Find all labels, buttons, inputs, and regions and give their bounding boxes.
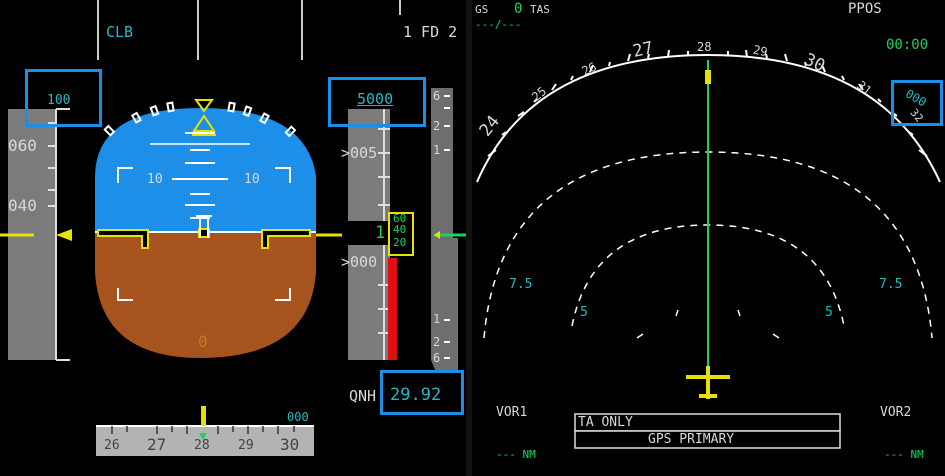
altitude-drum [388, 212, 414, 256]
heading-label-27: 27 [147, 435, 167, 454]
altitude-tick-upper-value: 005 [350, 144, 378, 162]
navigation-display: GS 0 TAS ---/--- PPOS 00:00 000 24 25 26… [472, 0, 945, 476]
altitude-window [342, 221, 390, 245]
fd-brackets [117, 167, 291, 301]
speed-tick-040: 040 [8, 196, 37, 215]
roll-index [194, 99, 214, 113]
altitude-drum-40: 40 [393, 223, 407, 236]
altitude-tick-upper: >005 [341, 144, 378, 162]
vsi-label-top-6: 6 [433, 89, 441, 103]
range-marks [636, 309, 780, 339]
range-inner-left: 5 [580, 305, 588, 320]
range-outer-left: 7.5 [509, 277, 533, 292]
heading-index [201, 406, 206, 426]
heading-ticks [111, 426, 295, 434]
vsi-label-top-1: 1 [433, 143, 441, 157]
fd-status: 1 FD 2 [403, 23, 458, 41]
aircraft-symbol [97, 228, 311, 249]
speed-tick-060: 060 [8, 136, 37, 155]
nd-graphics [476, 49, 941, 449]
altitude-tick-lower: >000 [341, 253, 378, 271]
highlight-speed-target [25, 69, 102, 127]
compass-ticks [487, 49, 928, 157]
highlight-heading-box [891, 80, 943, 126]
speed-pointer [56, 229, 72, 241]
heading-label-28: 28 [194, 438, 210, 453]
altitude-drum-60: 60 [393, 212, 407, 225]
gps-primary-message: GPS PRIMARY [648, 432, 735, 447]
heading-pointer [705, 70, 711, 84]
vor1-distance: --- NM [496, 448, 536, 461]
altitude-readout: 1 [375, 223, 386, 243]
pfd-graphics [0, 0, 466, 456]
ppos-label: PPOS [848, 1, 882, 17]
heading-selected-value: 000 [287, 410, 309, 424]
ta-only-message: TA ONLY [578, 415, 633, 430]
heading-label-29: 29 [238, 438, 254, 453]
ground-reference-bar [388, 258, 397, 360]
compass-label-29: 29 [751, 42, 769, 60]
fma-mode: CLB [106, 23, 134, 41]
display-divider [466, 0, 472, 476]
sideslip-indicator: 0 [198, 332, 208, 351]
speed-target-value: 100 [47, 93, 71, 108]
vor1-label: VOR1 [496, 405, 528, 420]
track-diamond [199, 433, 207, 440]
pitch-label-right: 10 [244, 172, 260, 187]
gs-label: GS [475, 3, 489, 16]
altitude-tick-lower-value: 000 [350, 253, 378, 271]
primary-flight-display: CLB 1 FD 2 100 060 040 10 10 0 5000 >005… [0, 0, 466, 476]
range-outer-right: 7.5 [879, 277, 903, 292]
tas-label: TAS [530, 3, 550, 16]
roll-pointer [192, 114, 216, 132]
pitch-label-left: 10 [147, 172, 163, 187]
compass-label-27: 27 [631, 38, 656, 62]
vor2-distance: --- NM [884, 448, 924, 461]
altitude-drum-20: 20 [393, 236, 407, 249]
highlight-selected-altitude [328, 77, 426, 127]
heading-label-26: 26 [104, 438, 120, 453]
sky [95, 108, 316, 232]
vsi-label-bot-2: 2 [433, 335, 441, 349]
vsi-label-bot-1: 1 [433, 312, 441, 326]
gps-primary-box [574, 430, 841, 449]
vor2-label: VOR2 [880, 405, 912, 420]
heading-label-30: 30 [280, 435, 300, 454]
vsi-label-top-2: 2 [433, 119, 441, 133]
qnh-value[interactable]: 29.92 [390, 385, 442, 405]
compass-label-28: 28 [697, 40, 712, 54]
ground [95, 232, 316, 358]
range-inner-right: 5 [825, 305, 833, 320]
selected-altitude: 5000 [357, 90, 394, 108]
roll-scale [103, 101, 297, 138]
tas-value: ---/--- [475, 18, 522, 31]
vsi-scale [431, 88, 458, 372]
gs-value: 0 [514, 1, 523, 17]
highlight-qnh [380, 370, 464, 415]
time-readout: 00:00 [886, 37, 929, 53]
vsi-label-bot-6: 6 [433, 351, 441, 365]
nd-aircraft-symbol [686, 366, 730, 399]
attitude-sphere [95, 108, 316, 358]
qnh-label: QNH [349, 387, 377, 405]
